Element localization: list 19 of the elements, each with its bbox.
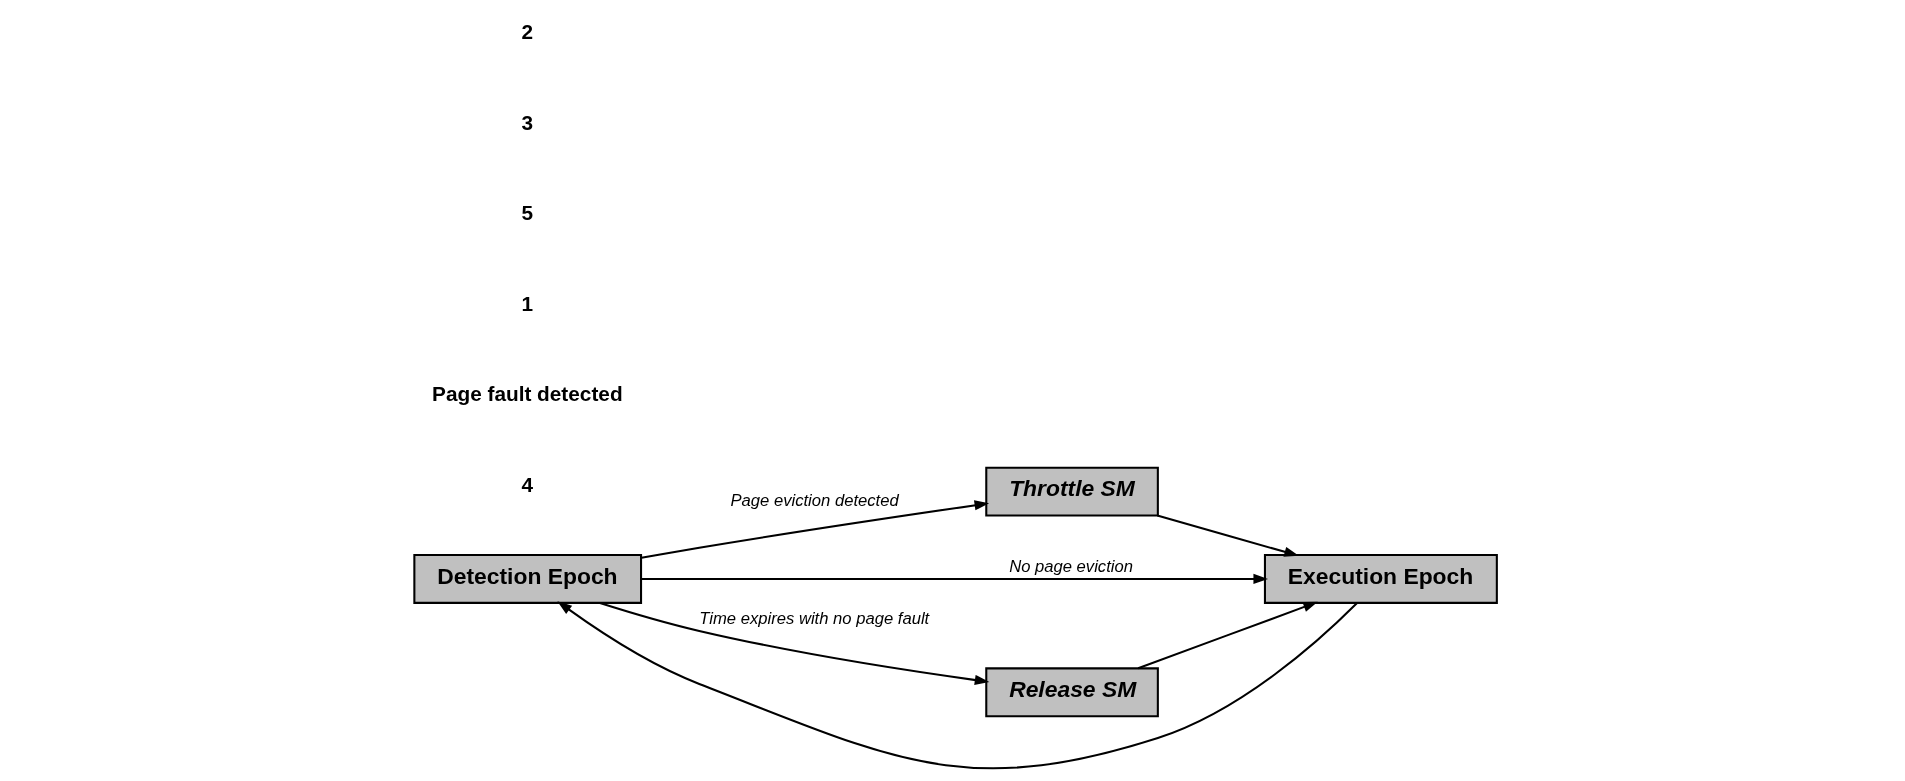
node-box: Execution Epoch xyxy=(1263,554,1498,604)
arrow xyxy=(556,601,1358,770)
arrow xyxy=(640,500,989,559)
arrow xyxy=(1137,601,1318,670)
label: 3 xyxy=(520,110,533,134)
label: Page fault detected xyxy=(431,382,623,406)
node-box: Detection Epoch xyxy=(412,554,642,604)
edge-label: Page eviction detected xyxy=(729,490,899,510)
edge-label: No page eviction xyxy=(1008,557,1133,577)
label: 1 xyxy=(520,291,533,315)
label: 2 xyxy=(520,20,533,44)
arrow xyxy=(640,573,1268,585)
node-box: Release SM xyxy=(984,667,1159,718)
edge-label: Time expires with no page fault xyxy=(698,609,929,629)
label: 4 xyxy=(520,472,533,496)
arrow xyxy=(599,601,989,686)
node-box: Throttle SM xyxy=(984,466,1159,517)
label: 5 xyxy=(520,201,533,225)
arrow xyxy=(1156,514,1299,557)
